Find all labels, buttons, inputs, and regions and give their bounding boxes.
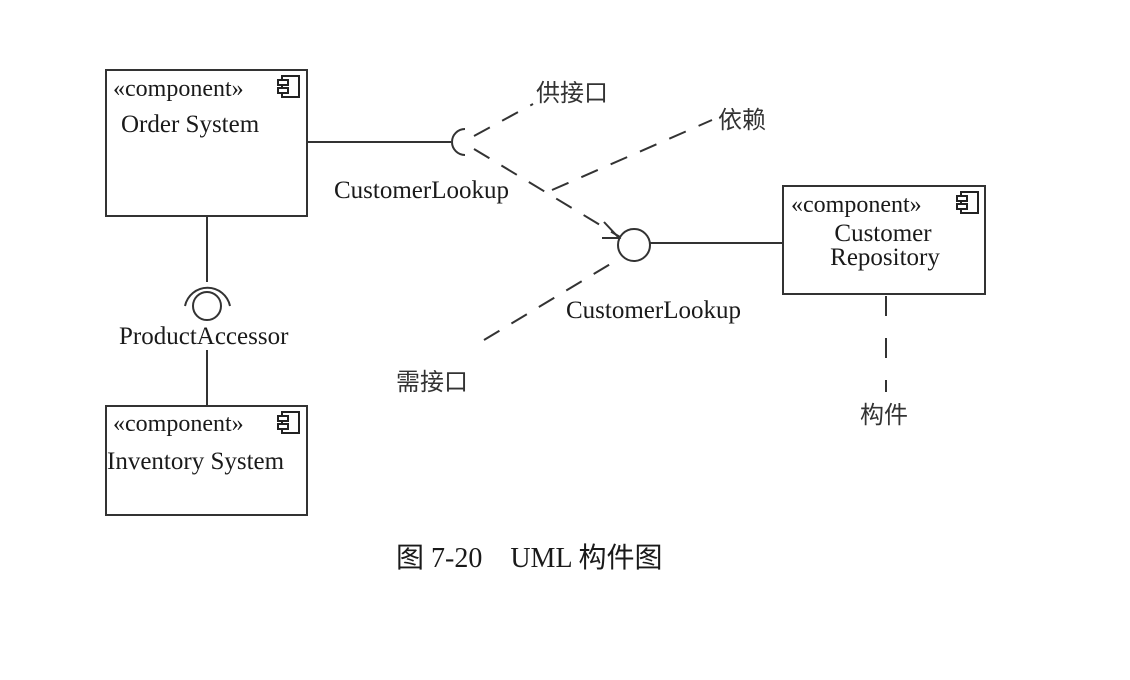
- interface-customer-lookup-provided: CustomerLookup: [566, 228, 783, 324]
- component-order-system: «component» Order System: [105, 69, 308, 217]
- component-box: [782, 185, 986, 295]
- socket-arc: [184, 286, 231, 307]
- arrowhead-icon: [602, 221, 622, 239]
- annotation-component: 构件: [860, 401, 908, 429]
- annotation-dependency: 依赖: [718, 106, 766, 134]
- component-name-line-2: Repository: [830, 244, 940, 271]
- component-name-line-1: Customer: [834, 220, 932, 247]
- leader-line-dependency: [551, 119, 713, 191]
- annotation-required-interface: 需接口: [396, 368, 468, 396]
- component-name: Inventory System: [107, 448, 285, 475]
- socket-arc: [451, 128, 466, 156]
- component-icon: [277, 75, 300, 98]
- interface-label: ProductAccessor: [119, 323, 289, 350]
- ball-circle: [192, 291, 222, 321]
- interface-customer-lookup-required: CustomerLookup: [307, 128, 509, 204]
- stereotype-label: «component»: [113, 411, 244, 437]
- component-icon: [956, 191, 979, 214]
- component-inventory-system: «component» Inventory System: [105, 405, 308, 516]
- stereotype-label: «component»: [113, 76, 244, 102]
- interface-label: CustomerLookup: [334, 177, 509, 204]
- leader-line-provided: [473, 103, 534, 137]
- component-customer-repository: «component» Customer Repository: [782, 185, 986, 295]
- dependency-line: [473, 148, 621, 238]
- component-name: Order System: [121, 111, 260, 138]
- leader-line-required: [483, 262, 613, 341]
- component-box: [105, 69, 308, 217]
- interface-label: CustomerLookup: [566, 297, 741, 324]
- figure-caption: 图 7-20 UML 构件图: [396, 542, 663, 574]
- stereotype-label: «component»: [791, 192, 922, 218]
- annotation-provided-interface: 供接口: [536, 79, 608, 107]
- ball-circle: [617, 228, 651, 262]
- interface-product-accessor: ProductAccessor: [119, 216, 289, 406]
- component-icon: [277, 411, 300, 434]
